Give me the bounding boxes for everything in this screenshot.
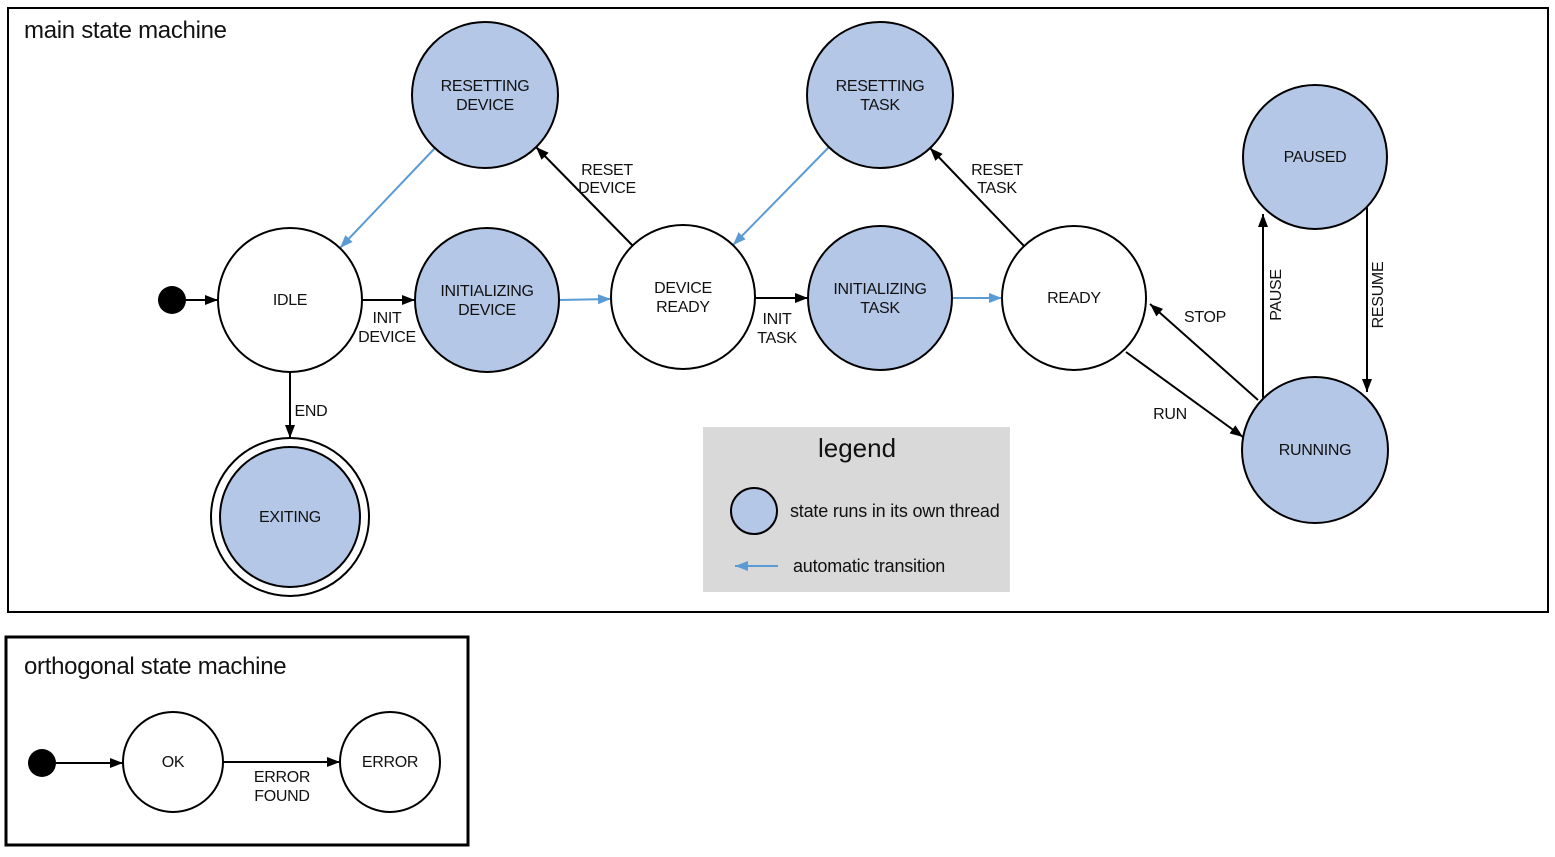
state-paused-label: PAUSED [1284, 149, 1347, 166]
orthogonal-machine-title: orthogonal state machine [24, 653, 286, 680]
orthogonal-state-machine-group: orthogonal state machine OK ERROR ERROR … [4, 635, 470, 847]
state-initializing-device-circle [414, 227, 560, 373]
state-idle-circle [217, 227, 363, 373]
transition-stop-label: STOP [1184, 309, 1226, 326]
transition-stop-arrow [1149, 303, 1259, 401]
transition-init-device-label-line1: INIT [372, 310, 402, 327]
transition-reset-device-label-line2: DEVICE [578, 180, 636, 197]
state-resetting-device-label-line1: RESETTING [441, 78, 530, 95]
state-error-circle [339, 711, 441, 813]
orthogonal-start-dot [28, 749, 56, 777]
state-resetting-task-label-line2: TASK [860, 97, 900, 114]
state-resetting-task-circle [806, 21, 954, 169]
transition-run-arrow [1125, 351, 1244, 438]
state-resetting-task-label-line1: RESETTING [836, 78, 925, 95]
state-device-ready-label-line2: READY [656, 299, 710, 316]
main-machine-title: main state machine [24, 17, 227, 44]
state-error-label: ERROR [362, 754, 418, 771]
legend-thread-state-icon [730, 487, 778, 535]
transition-init-task-label-line2: TASK [757, 330, 797, 347]
transition-reset-task-label-line2: TASK [977, 180, 1017, 197]
legend-title: legend [818, 433, 896, 463]
orthogonal-machine-frame [4, 635, 470, 847]
main-state-machine-group: main state machine IDLE INITIALIZING [7, 7, 1549, 613]
transition-init-task-label-line1: INIT [762, 311, 792, 328]
auto-transition-resetdevice-idle-arrow [339, 147, 436, 249]
transition-init-device-label-line2: DEVICE [358, 329, 416, 346]
state-initializing-task-label-line2: TASK [860, 300, 900, 317]
state-resetting-device-circle [411, 21, 559, 169]
state-device-ready-circle [610, 224, 756, 370]
transition-pause-label: PAUSE [1268, 269, 1285, 321]
state-idle-label: IDLE [273, 292, 307, 309]
state-exiting-label: EXITING [259, 509, 321, 526]
transition-error-found-label-line1: ERROR [254, 769, 310, 786]
legend-thread-state-label: state runs in its own thread [790, 501, 1000, 521]
transition-resume-label: RESUME [1370, 262, 1387, 329]
main-machine-frame [7, 7, 1549, 613]
transition-error-found-label-line2: FOUND [254, 788, 309, 805]
auto-transition-resettask-deviceready-arrow [732, 146, 830, 246]
state-initializing-device-label-line2: DEVICE [458, 302, 516, 319]
auto-transition-initdevice-deviceready-arrow [558, 294, 612, 305]
transition-reset-device-label-line1: RESET [581, 162, 633, 179]
transition-reset-task-arrow [929, 147, 1025, 247]
state-running-label: RUNNING [1279, 442, 1352, 459]
transition-run-label: RUN [1153, 406, 1187, 423]
transition-reset-task-label-line1: RESET [971, 162, 1023, 179]
state-ready-label: READY [1047, 290, 1101, 307]
state-initializing-task-label-line1: INITIALIZING [833, 281, 926, 298]
state-initializing-device-label-line1: INITIALIZING [440, 283, 533, 300]
legend-auto-transition-label: automatic transition [793, 556, 945, 576]
state-device-ready-label-line1: DEVICE [654, 280, 712, 297]
state-running-circle [1241, 376, 1389, 524]
transition-reset-device-arrow [535, 146, 634, 247]
main-start-dot [158, 286, 186, 314]
state-ok-label: OK [162, 754, 185, 771]
state-exiting-inner-circle [219, 446, 361, 588]
legend: legend state runs in its own thread auto… [703, 427, 1010, 592]
state-paused-circle [1242, 84, 1388, 230]
state-initializing-task-circle [807, 225, 953, 371]
state-ok-circle [122, 711, 224, 813]
transition-end-label: END [295, 403, 328, 420]
state-resetting-device-label-line2: DEVICE [456, 97, 514, 114]
state-ready-circle [1001, 225, 1147, 371]
